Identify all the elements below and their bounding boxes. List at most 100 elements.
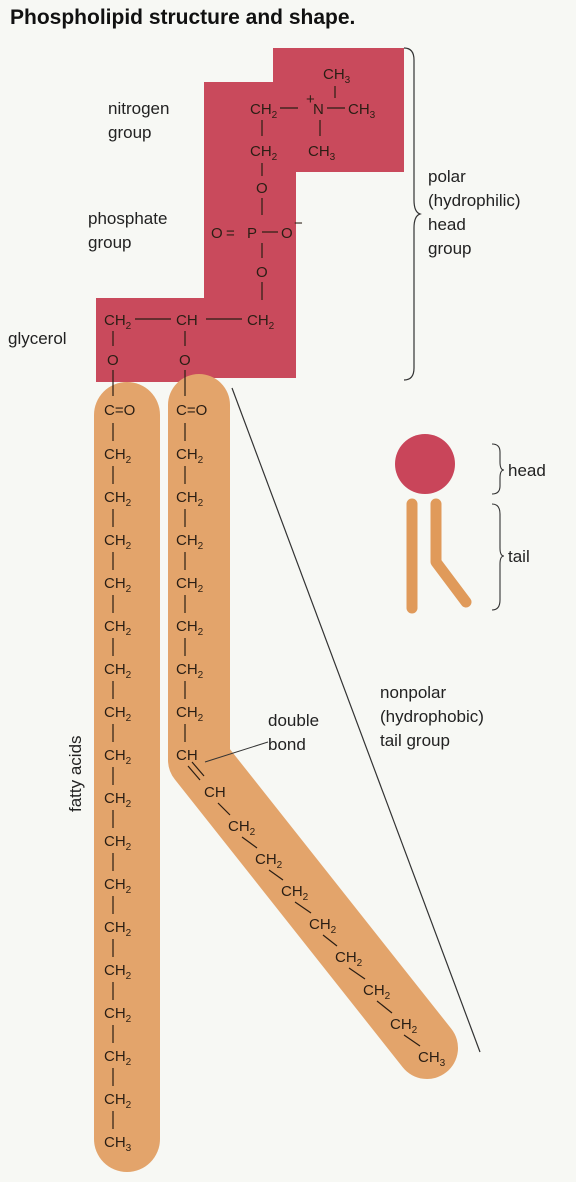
svg-text:O: O	[256, 180, 268, 197]
ch2-unit: CH2	[104, 446, 132, 466]
svg-text:CH2: CH2	[104, 312, 132, 332]
svg-text:group: group	[108, 123, 151, 142]
polar-label-1: polar	[428, 167, 466, 186]
ch2-unit: CH2	[104, 618, 132, 638]
ch2-unit: CH2	[104, 532, 132, 552]
nonpolar-tail-bracket	[231, 387, 481, 1053]
nitrogen-group-label: nitrogen	[108, 99, 169, 118]
fatty-acid-tail-bent	[168, 374, 458, 1079]
ch2-unit: CH2	[104, 962, 132, 982]
svg-text:CH2: CH2	[250, 101, 278, 121]
polar-head-region	[96, 48, 404, 382]
double-bond-pointer	[204, 741, 269, 763]
ch3-terminal: CH3	[418, 1049, 446, 1069]
ch2-unit: CH2	[104, 704, 132, 724]
ch2-unit: CH2	[176, 446, 204, 466]
icon-tail-label: tail	[508, 547, 530, 566]
bond-line	[376, 1000, 393, 1014]
glycerol-label: glycerol	[8, 329, 67, 348]
ch2-unit: CH2	[281, 883, 309, 903]
svg-text:nitrogen: nitrogen	[108, 99, 169, 118]
ch2-unit: CH2	[335, 949, 363, 969]
ch3-terminal: CH3	[104, 1134, 132, 1154]
double-bond-label-1: double	[268, 711, 319, 730]
ch2-unit: CH2	[104, 919, 132, 939]
bond-line	[268, 869, 284, 881]
ch2-unit: CH2	[104, 1005, 132, 1025]
polar-label-3: head	[428, 215, 466, 234]
polar-label-4: group	[428, 239, 471, 258]
ch2-unit: CH2	[255, 851, 283, 871]
nitrogen-group-label-2: group	[108, 123, 151, 142]
nonpolar-label-2: (hydrophobic)	[380, 707, 484, 726]
fatty-acid-chain-straight: C=OCH2CH2CH2CH2CH2CH2CH2CH2CH2CH2CH2CH2C…	[104, 402, 135, 1154]
bond-line	[403, 1034, 421, 1047]
bond-line	[191, 761, 205, 777]
svg-text:−: −	[294, 215, 303, 232]
bond-line	[322, 934, 338, 947]
ch-unit: CH	[204, 784, 226, 801]
fatty-acid-tail-straight	[94, 382, 160, 1172]
svg-text:O: O	[179, 352, 191, 369]
phosphate-group-label: phosphate	[88, 209, 167, 228]
ch2-unit: CH2	[228, 818, 256, 838]
ch2-unit: CH2	[104, 747, 132, 767]
ch2-unit: CH2	[309, 916, 337, 936]
ch2-unit: CH2	[104, 790, 132, 810]
svg-text:group: group	[88, 233, 131, 252]
svg-text:CH2: CH2	[247, 312, 275, 332]
double-bond-label-2: bond	[268, 735, 306, 754]
bond-line	[294, 901, 312, 914]
polar-head-bracket	[403, 47, 422, 381]
bond-line	[187, 765, 201, 781]
svg-text:CH2: CH2	[250, 143, 278, 163]
icon-head-label: head	[508, 461, 546, 480]
ch2-unit: CH2	[104, 833, 132, 853]
svg-text:CH: CH	[176, 312, 198, 329]
ch2-unit: CH2	[176, 661, 204, 681]
svg-text:phosphate: phosphate	[88, 209, 167, 228]
polar-label-2: (hydrophilic)	[428, 191, 521, 210]
ch2-unit: CH2	[104, 575, 132, 595]
ch2-unit: CH2	[363, 982, 391, 1002]
ch2-unit: CH2	[176, 618, 204, 638]
bond-line	[217, 802, 231, 816]
ch2-unit: CH2	[104, 1091, 132, 1111]
bond-line	[348, 967, 366, 980]
svg-text:+: +	[306, 91, 315, 108]
glycerol-structure: CH2 CH CH2 O O	[104, 312, 275, 396]
choline-structure: CH3 CH2 + N CH3 CH3 CH2	[250, 66, 376, 176]
ch2-unit: CH2	[104, 1048, 132, 1068]
ch2-unit: CH2	[104, 489, 132, 509]
phosphate-group-label-2: group	[88, 233, 131, 252]
fatty-acid-chain-bent: C=OCH2CH2CH2CH2CH2CH2CH2CHCHCH2CH2CH2CH2…	[176, 402, 446, 1069]
svg-text:CH3: CH3	[323, 66, 351, 86]
ch2-unit: CH2	[104, 661, 132, 681]
phosphate-structure: O O = P O − O	[211, 180, 303, 300]
ch2-unit: CH2	[390, 1016, 418, 1036]
phospholipid-icon: head tail	[395, 434, 546, 614]
svg-text:=: =	[226, 225, 235, 242]
svg-text:P: P	[247, 225, 257, 242]
svg-text:O: O	[281, 225, 293, 242]
nonpolar-label-3: tail group	[380, 731, 450, 750]
carbonyl-group: C=O	[104, 402, 135, 419]
carbonyl-group: C=O	[176, 402, 207, 419]
svg-text:O: O	[211, 225, 223, 242]
svg-text:O: O	[107, 352, 119, 369]
svg-text:N: N	[313, 101, 324, 118]
svg-text:CH3: CH3	[348, 101, 376, 121]
nonpolar-label-1: nonpolar	[380, 683, 447, 702]
ch2-unit: CH2	[176, 489, 204, 509]
ch2-unit: CH2	[176, 704, 204, 724]
ch2-unit: CH2	[176, 575, 204, 595]
ch2-unit: CH2	[176, 532, 204, 552]
svg-text:O: O	[256, 264, 268, 281]
svg-text:CH3: CH3	[308, 143, 336, 163]
ch2-unit: CH2	[104, 876, 132, 896]
diagram-title: Phospholipid structure and shape.	[10, 6, 356, 29]
ch-unit: CH	[176, 747, 198, 764]
fatty-acids-label: fatty acids	[66, 735, 85, 812]
bond-line	[241, 836, 258, 849]
